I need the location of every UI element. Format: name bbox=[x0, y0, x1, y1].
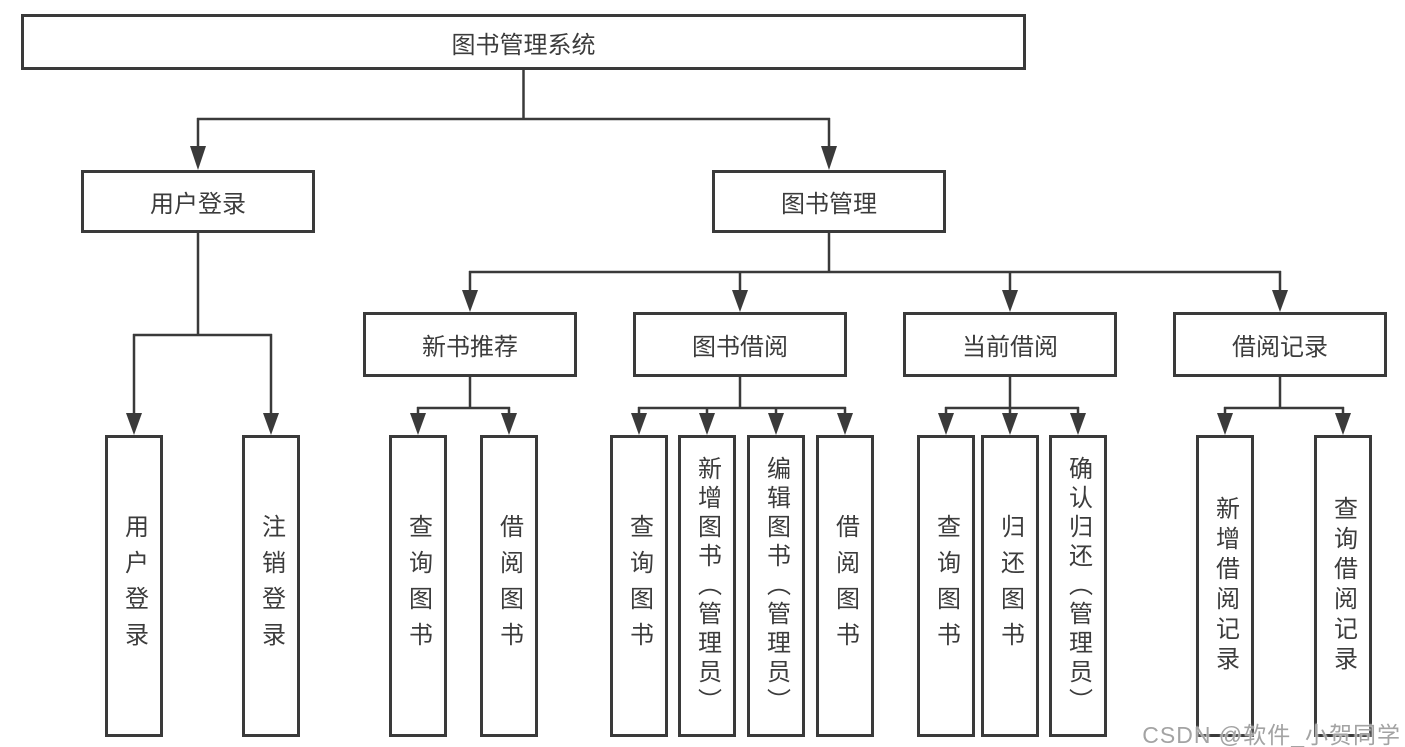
node-book-management: 图书管理 bbox=[712, 170, 946, 233]
node-borrow-records-label: 借阅记录 bbox=[1232, 334, 1328, 361]
leaf-query-books-recommend: 查询图书 bbox=[389, 435, 447, 737]
leaf-borrow-books: 借阅图书 bbox=[816, 435, 874, 737]
leaf-add-book-admin: 新增图书（管理员） bbox=[678, 435, 736, 737]
node-book-borrow: 图书借阅 bbox=[633, 312, 847, 377]
leaf-return-book: 归还图书 bbox=[981, 435, 1039, 737]
leaf-add-borrow-record: 新增借阅记录 bbox=[1196, 435, 1254, 737]
leaf-confirm-return-admin: 确认归还（管理员） bbox=[1049, 435, 1107, 737]
node-book-borrow-label: 图书借阅 bbox=[692, 334, 788, 361]
leaf-query-books-current: 查询图书 bbox=[917, 435, 975, 737]
leaf-borrow-books-recommend: 借阅图书 bbox=[480, 435, 538, 737]
arrowheads bbox=[126, 146, 1351, 435]
leaf-query-borrow-record: 查询借阅记录 bbox=[1314, 435, 1372, 737]
node-root-label: 图书管理系统 bbox=[451, 31, 596, 59]
node-current-borrow: 当前借阅 bbox=[903, 312, 1117, 377]
node-new-book-recommend-label: 新书推荐 bbox=[422, 334, 518, 361]
node-user-login-label: 用户登录 bbox=[150, 191, 246, 218]
node-book-management-label: 图书管理 bbox=[781, 191, 877, 218]
node-new-book-recommend: 新书推荐 bbox=[363, 312, 577, 377]
node-user-login: 用户登录 bbox=[81, 170, 315, 233]
node-current-borrow-label: 当前借阅 bbox=[962, 334, 1058, 361]
leaf-logout: 注销登录 bbox=[242, 435, 300, 737]
csdn-watermark: CSDN @软件_小贺同学 bbox=[1142, 722, 1401, 747]
node-borrow-records: 借阅记录 bbox=[1173, 312, 1387, 377]
leaf-edit-book-admin: 编辑图书（管理员） bbox=[747, 435, 805, 737]
leaf-query-books-borrow: 查询图书 bbox=[610, 435, 668, 737]
node-root: 图书管理系统 bbox=[21, 14, 1026, 70]
leaf-user-login: 用户登录 bbox=[105, 435, 163, 737]
